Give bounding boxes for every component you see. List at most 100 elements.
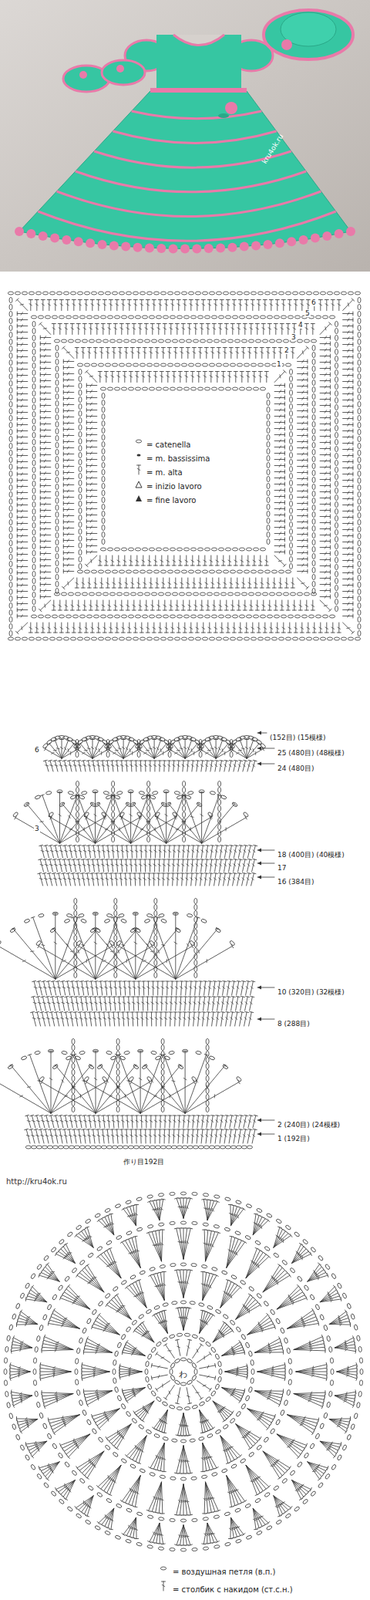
chain-symbol <box>241 339 247 343</box>
chain-symbol <box>220 339 226 343</box>
chain-symbol <box>354 636 360 640</box>
double-crochet-top <box>210 844 215 846</box>
chain-symbol <box>55 490 59 496</box>
chain-symbol <box>335 431 339 438</box>
chain-symbol <box>70 636 76 640</box>
chain-symbol <box>125 569 132 573</box>
chain-symbol <box>78 396 82 402</box>
chain-symbol <box>97 636 104 640</box>
chain-symbol <box>78 500 82 506</box>
hem-scallop <box>263 239 273 249</box>
chain-symbol <box>160 636 166 640</box>
double-crochet-top <box>124 844 129 845</box>
double-crochet-slash <box>346 627 350 629</box>
hem-scallop <box>133 242 143 253</box>
chain-symbol <box>190 614 196 618</box>
chain-symbol <box>100 547 106 551</box>
chain-symbol <box>357 345 361 351</box>
chain-symbol <box>278 569 284 573</box>
double-crochet-top <box>208 872 213 874</box>
chain-symbol <box>139 636 145 640</box>
hem-scallop <box>204 243 214 253</box>
chain-symbol <box>227 592 233 596</box>
chain-symbol <box>78 548 82 555</box>
chain-symbol <box>118 636 125 640</box>
chain-symbol <box>335 570 339 576</box>
chain-symbol <box>266 392 270 398</box>
chain-symbol <box>160 291 166 295</box>
double-crochet-top <box>199 872 204 874</box>
chain-symbol <box>262 339 268 343</box>
chain-symbol <box>32 494 36 500</box>
chain-symbol <box>55 413 59 420</box>
double-crochet-top <box>143 858 148 859</box>
chain-symbol <box>238 547 245 551</box>
chain-symbol <box>134 547 141 551</box>
chain-symbol <box>204 614 210 618</box>
chain-symbol <box>241 592 247 596</box>
chain-symbol <box>357 303 361 310</box>
chain-symbol <box>78 458 82 465</box>
double-crochet-top <box>238 844 243 846</box>
chain-symbol <box>335 507 339 514</box>
double-crochet-symbol <box>150 844 151 858</box>
chain-symbol <box>213 592 219 596</box>
chain-symbol <box>114 614 120 618</box>
chain-symbol <box>211 315 217 319</box>
chain-symbol <box>335 403 339 410</box>
chain-symbol <box>266 315 273 319</box>
chain-symbol <box>273 315 280 319</box>
chain-symbol <box>127 315 134 319</box>
chain-symbol <box>312 559 316 566</box>
chain-symbol <box>211 386 217 391</box>
chain-symbol <box>21 636 27 640</box>
double-crochet-symbol <box>252 760 256 771</box>
chain-symbol <box>312 351 316 357</box>
double-crochet-symbol <box>115 872 118 885</box>
chain-symbol <box>266 413 270 419</box>
double-crochet-top <box>185 872 189 873</box>
chain-symbol <box>118 291 125 295</box>
chain-symbol <box>335 334 339 340</box>
chain-symbol <box>67 339 74 343</box>
double-crochet-symbol <box>111 760 114 771</box>
chain-symbol <box>322 614 328 618</box>
chain-symbol <box>289 534 293 541</box>
chain-symbol <box>312 483 316 489</box>
chain-symbol <box>9 511 13 518</box>
double-crochet-symbol <box>16 299 28 311</box>
double-crochet-top <box>224 858 229 860</box>
double-crochet-top <box>215 760 219 761</box>
chain-symbol <box>42 291 48 295</box>
double-crochet-symbol <box>140 760 142 771</box>
chain-symbol <box>308 614 314 618</box>
hem-scallop <box>61 235 71 245</box>
chain-symbol <box>32 480 36 486</box>
double-crochet-top <box>177 844 182 845</box>
chain-symbol <box>225 547 231 551</box>
chain-symbol <box>282 592 289 596</box>
chain-symbol <box>111 636 118 640</box>
chain-symbol <box>312 469 316 475</box>
chain-symbol <box>7 291 14 295</box>
double-crochet-top <box>161 872 166 873</box>
double-crochet-top <box>215 844 219 846</box>
chain-symbol <box>285 569 291 573</box>
chain-symbol <box>78 382 82 388</box>
double-crochet-top <box>171 872 175 873</box>
chain-symbol <box>95 592 101 596</box>
double-crochet-symbol <box>164 844 165 858</box>
chain-symbol <box>340 291 347 295</box>
hem-scallop <box>168 243 179 253</box>
chain-symbol <box>245 386 252 391</box>
chain-symbol <box>335 424 339 431</box>
chain-symbol <box>160 1565 166 1569</box>
chain-symbol <box>55 448 59 455</box>
chain-symbol <box>101 496 105 502</box>
chain-symbol <box>289 562 293 569</box>
chain-symbol <box>162 315 169 319</box>
double-crochet-top <box>66 872 71 874</box>
chain-symbol <box>167 363 173 367</box>
double-crochet-symbol <box>40 323 51 335</box>
double-crochet-symbol <box>116 858 118 872</box>
